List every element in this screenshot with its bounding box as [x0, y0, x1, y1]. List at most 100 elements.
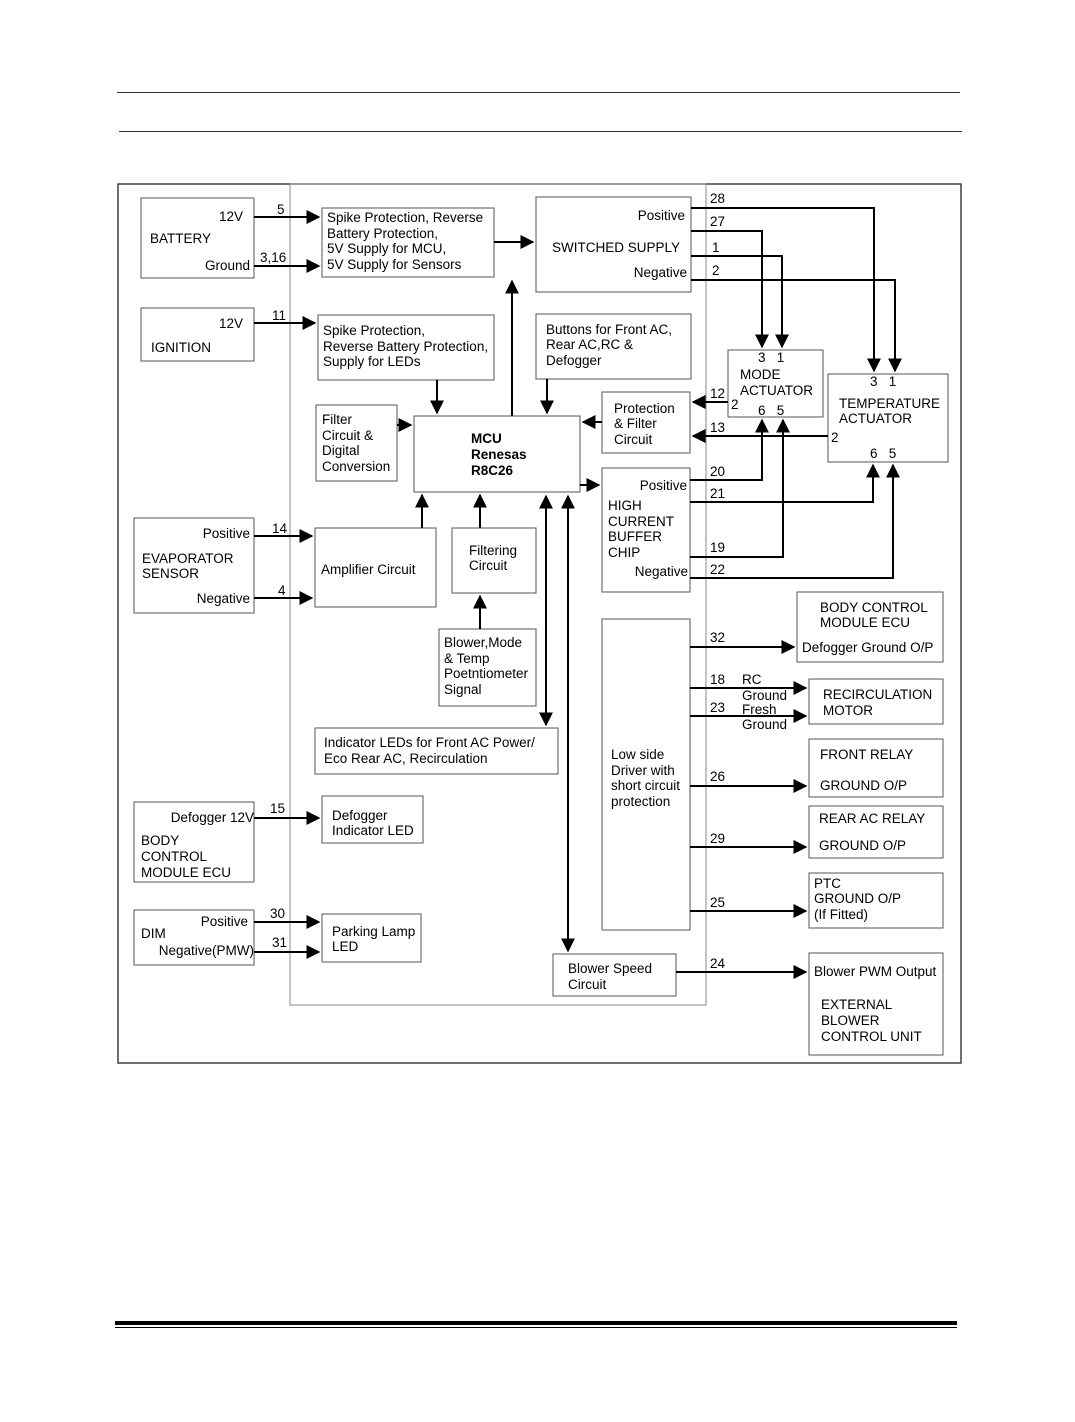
bcm-out-line-2: MODULE ECU — [820, 615, 910, 630]
ptc-line-1: PTC — [814, 876, 841, 891]
pin-18: 18 — [710, 672, 725, 687]
protection-filter-block: Protection & Filter Circuit — [601, 391, 691, 454]
blower-speed-line-1: Blower Speed — [568, 961, 652, 976]
pin-19: 19 — [710, 540, 725, 555]
potentiometer-block: Blower,Mode & Temp Poetntiometer Signal — [438, 628, 537, 707]
spike2-line-3: Supply for LEDs — [323, 354, 421, 369]
bcm-output-block: BODY CONTROL MODULE ECU Defogger Ground … — [796, 591, 944, 663]
protection-line-3: Circuit — [614, 432, 653, 447]
footer-rule-thick — [115, 1321, 957, 1325]
front-relay-block: FRONT RELAY GROUND O/P — [808, 738, 944, 798]
recirc-line-1: RECIRCULATION — [823, 687, 932, 702]
pin-27: 27 — [710, 214, 725, 229]
pin-28: 28 — [710, 191, 725, 206]
bcm-out-line-1: BODY CONTROL — [820, 600, 928, 615]
lowside-line-1: Low side — [611, 747, 664, 762]
mode-pin-left: 2 — [731, 397, 739, 412]
buffer-negative: Negative — [635, 564, 688, 579]
buffer-line-3: BUFFER — [608, 529, 662, 544]
mcu-block: MCU Renesas R8C26 — [413, 415, 581, 493]
temp-line-2: ACTUATOR — [839, 411, 912, 426]
pin-24: 24 — [710, 956, 726, 971]
pot-line-4: Signal — [444, 682, 482, 697]
temp-pins-bottom: 6 5 — [870, 446, 896, 461]
evaporator-positive: Positive — [203, 526, 250, 541]
pin-15: 15 — [270, 801, 285, 816]
evaporator-block: Positive EVAPORATOR SENSOR Negative — [133, 517, 255, 614]
pin-1: 1 — [712, 240, 720, 255]
connector-wires — [254, 207, 902, 979]
buffer-positive: Positive — [640, 478, 687, 493]
filtering-line-1: Filtering — [469, 543, 517, 558]
ptc-line-2: GROUND O/P — [814, 891, 901, 906]
pin-3-16: 3,16 — [260, 250, 286, 265]
filter-dig-line-1: Filter — [322, 412, 353, 427]
temperature-actuator-block: 3 1 TEMPERATURE ACTUATOR 6 5 2 — [827, 373, 949, 463]
pot-line-3: Poetntiometer — [444, 666, 529, 681]
ext-blower-line-4: CONTROL UNIT — [821, 1029, 922, 1044]
evaporator-title-2: SENSOR — [142, 566, 199, 581]
parking-lamp-block: Parking Lamp LED — [321, 913, 422, 963]
recirc-line-2: MOTOR — [823, 703, 873, 718]
amplifier-label: Amplifier Circuit — [321, 562, 416, 577]
parking-line-1: Parking Lamp — [332, 924, 415, 939]
pin-20: 20 — [710, 464, 725, 479]
spike2-line-2: Reverse Battery Protection, — [323, 339, 488, 354]
battery-title: BATTERY — [150, 231, 211, 246]
wire-pin-2 — [691, 279, 902, 373]
buffer-line-2: CURRENT — [608, 514, 674, 529]
temp-pin-left: 2 — [831, 430, 839, 445]
buffer-line-4: CHIP — [608, 545, 640, 560]
front-relay-line-2: GROUND O/P — [820, 778, 907, 793]
lowside-line-4: protection — [611, 794, 670, 809]
controller-frame — [289, 183, 707, 1006]
evaporator-title-1: EVAPORATOR — [142, 551, 234, 566]
recirc-fresh-label: Fresh — [742, 702, 777, 717]
ext-blower-line-2: EXTERNAL — [821, 997, 893, 1012]
protection-line-2: & Filter — [614, 416, 657, 431]
pin-32: 32 — [710, 630, 725, 645]
pin-21: 21 — [710, 486, 725, 501]
mcu-line-3: R8C26 — [471, 463, 514, 478]
wire-pin-22 — [690, 463, 900, 579]
blower-speed-line-2: Circuit — [568, 977, 607, 992]
mode-line-1: MODE — [740, 367, 781, 382]
filter-dig-line-3: Digital — [322, 443, 360, 458]
parking-line-2: LED — [332, 939, 359, 954]
filtering-line-2: Circuit — [469, 558, 508, 573]
defog-led-line-2: Indicator LED — [332, 823, 414, 838]
footer-rule-thin — [115, 1327, 957, 1328]
rear-relay-line-2: GROUND O/P — [819, 838, 906, 853]
buttons-line-2: Rear AC,RC & — [546, 337, 633, 352]
switched-supply-block: Positive SWITCHED SUPPLY Negative — [535, 196, 692, 293]
temp-pins-top: 3 1 — [870, 374, 896, 389]
recirc-ground-1-label: Ground — [742, 688, 787, 703]
indicator-line-1: Indicator LEDs for Front AC Power/ — [324, 735, 535, 750]
spike1-line-1: Spike Protection, Reverse — [327, 210, 483, 225]
buttons-line-3: Defogger — [546, 353, 602, 368]
front-relay-line-1: FRONT RELAY — [820, 747, 913, 762]
pin-5: 5 — [277, 202, 285, 217]
indicator-line-2: Eco Rear AC, Recirculation — [324, 751, 488, 766]
pin-30: 30 — [270, 906, 285, 921]
filter-dig-line-4: Conversion — [322, 459, 390, 474]
buffer-line-1: HIGH — [608, 498, 642, 513]
pin-2: 2 — [712, 263, 720, 278]
pin-12: 12 — [710, 386, 725, 401]
recirc-ground-2-label: Ground — [742, 717, 787, 732]
pin-23: 23 — [710, 700, 725, 715]
dim-positive: Positive — [201, 914, 248, 929]
battery-ground: Ground — [205, 258, 250, 273]
ptc-block: PTC GROUND O/P (If Fitted) — [808, 872, 944, 929]
protection-line-1: Protection — [614, 401, 675, 416]
buttons-block: Buttons for Front AC, Rear AC,RC & Defog… — [535, 313, 692, 380]
recirculation-motor-block: RECIRCULATION MOTOR — [808, 678, 944, 725]
bcm-defogger-supply: Defogger 12V — [171, 810, 254, 825]
filter-dig-line-2: Circuit & — [322, 428, 373, 443]
spike1-line-3: 5V Supply for MCU, — [327, 241, 446, 256]
pin-11: 11 — [272, 308, 286, 323]
bcm-input-line-3: MODULE ECU — [141, 865, 231, 880]
ignition-block: 12V IGNITION — [140, 307, 255, 362]
mcu-line-1: MCU — [471, 431, 502, 446]
pin-22: 22 — [710, 562, 725, 577]
